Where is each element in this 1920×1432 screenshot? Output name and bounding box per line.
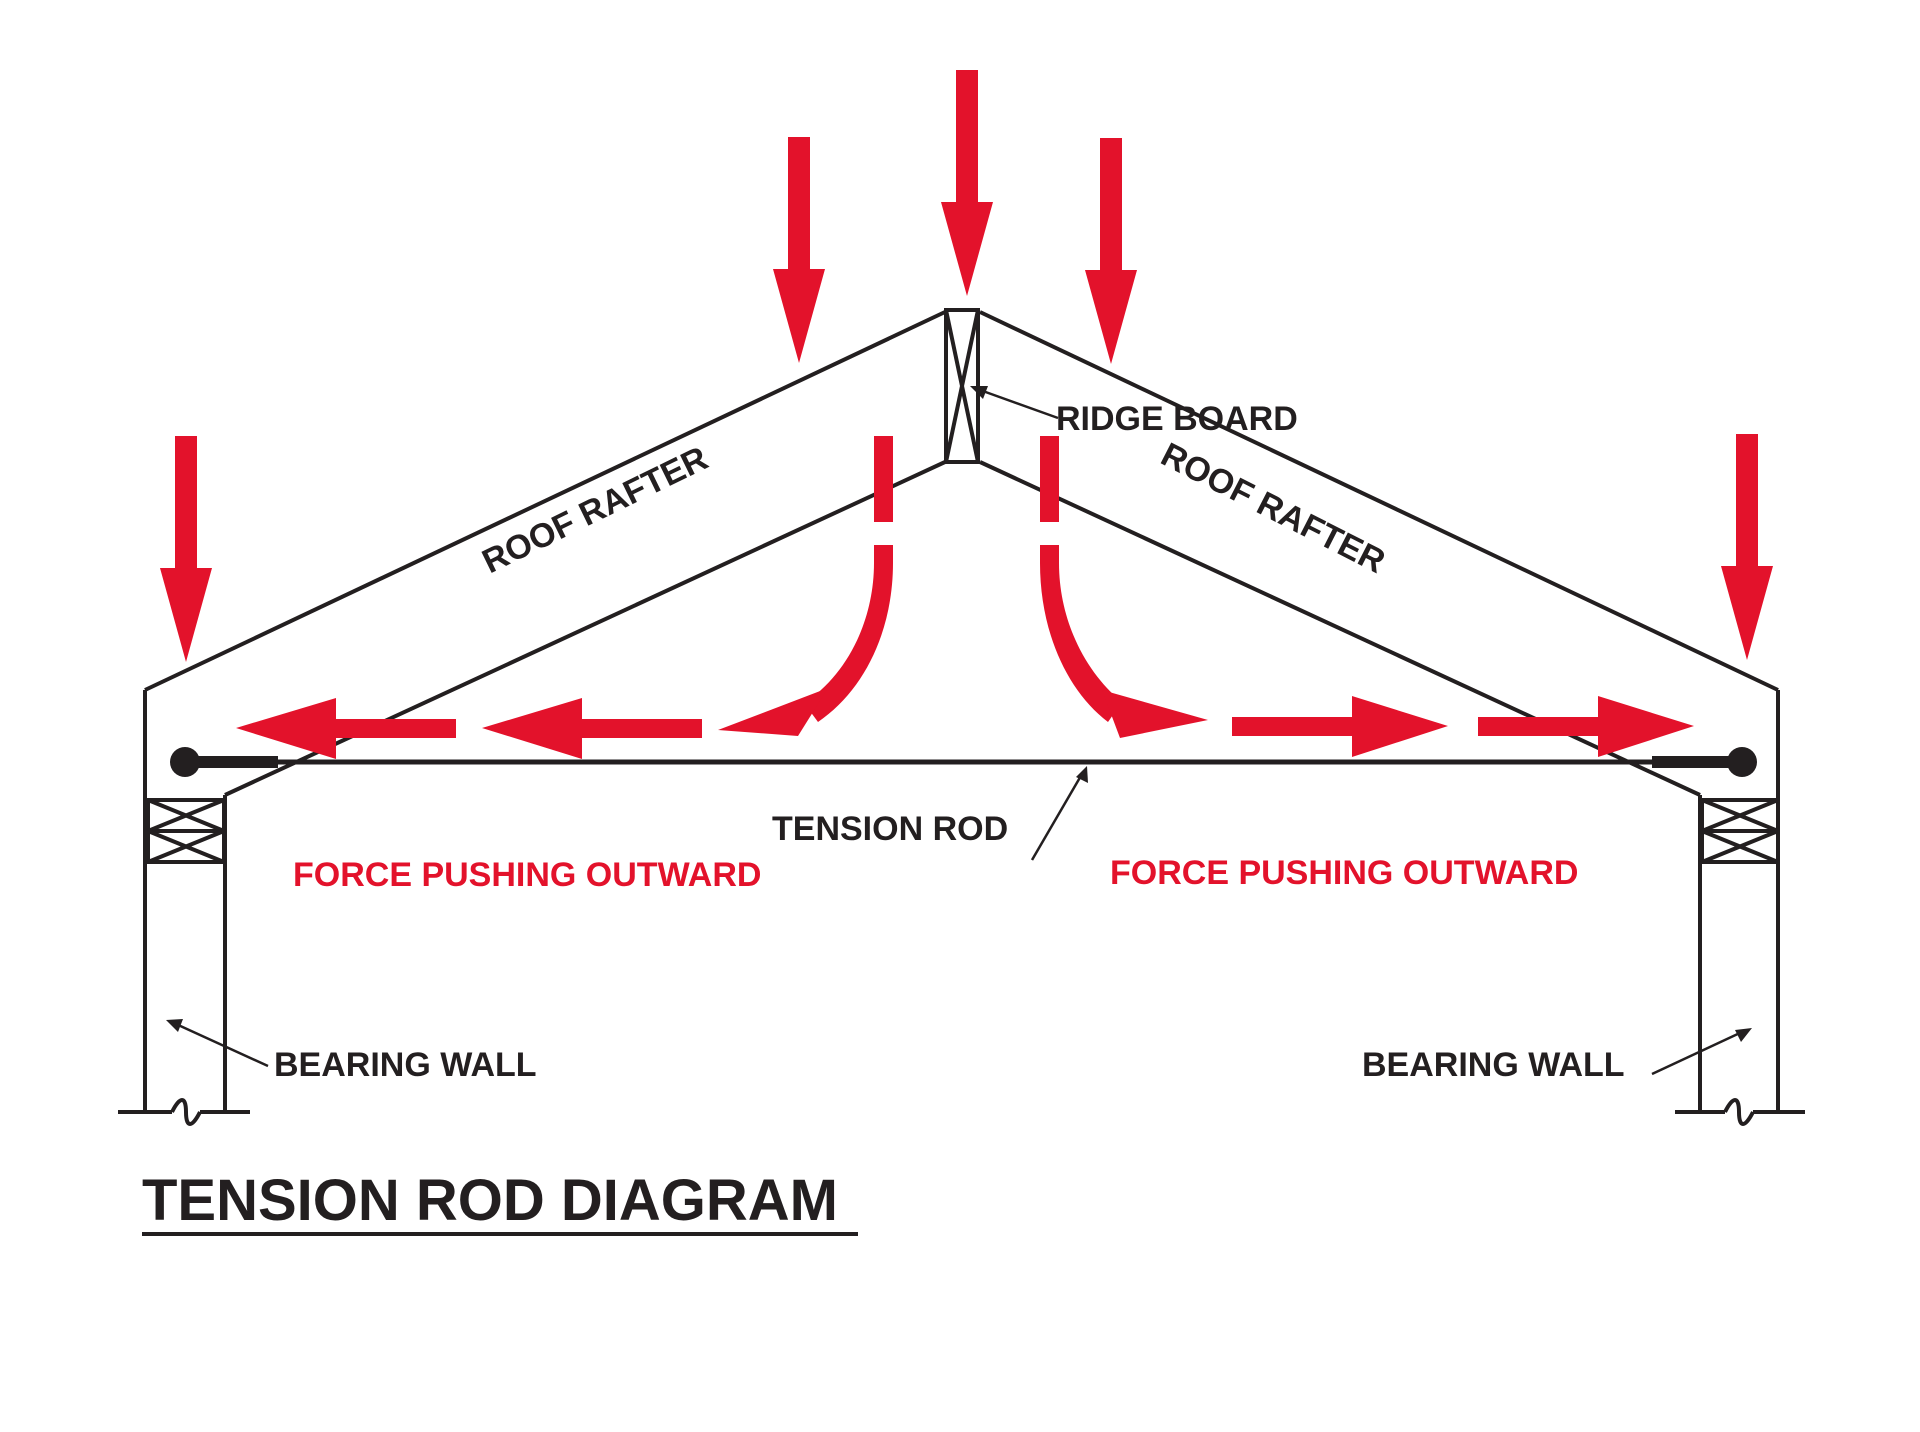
roof-rafter-left-label: ROOF RAFTER — [477, 439, 714, 581]
left-bearing-wall — [118, 795, 250, 1126]
bearing-wall-right-label: BEARING WALL — [1362, 1046, 1625, 1084]
load-arrow-down-2 — [773, 137, 825, 363]
right-rafter-top-edge — [979, 310, 1779, 692]
left-top-plate — [146, 798, 226, 864]
right-bearing-wall — [1675, 795, 1805, 1126]
leader-arrows — [166, 386, 1752, 1076]
right-bearing-wall-leader — [1651, 1028, 1752, 1076]
load-arrow-down-1 — [160, 436, 212, 662]
force-left-label: FORCE PUSHING OUTWARD — [293, 856, 761, 894]
load-arrow-down-3 — [941, 70, 993, 296]
left-thrust-arrow-2 — [236, 698, 456, 759]
right-thrust-arrow-1 — [1232, 696, 1448, 757]
load-arrow-down-4 — [1085, 138, 1137, 364]
left-anchor-nut — [170, 747, 200, 777]
right-anchor-nut — [1727, 747, 1757, 777]
right-thrust-arrow-2 — [1478, 696, 1694, 757]
left-rafter-bottom-edge — [224, 460, 946, 797]
roof-load-arrows — [160, 70, 1773, 662]
diagram-title: TENSION ROD DIAGRAM — [142, 1168, 838, 1233]
ridge-board-label: RIDGE BOARD — [1056, 400, 1298, 438]
tension-rod — [170, 747, 1757, 777]
bearing-wall-left-label: BEARING WALL — [274, 1046, 537, 1084]
force-right-label: FORCE PUSHING OUTWARD — [1110, 854, 1578, 892]
left-bearing-wall-leader — [166, 1019, 269, 1068]
left-curved-thrust-arrow — [718, 436, 893, 736]
load-arrow-down-5 — [1721, 434, 1773, 660]
structure — [118, 308, 1805, 1126]
labels: ROOF RAFTER ROOF RAFTER RIDGE BOARD TENS… — [142, 400, 1625, 1236]
tension-rod-label: TENSION ROD — [772, 810, 1008, 848]
right-top-plate — [1700, 798, 1780, 864]
left-rafter-top-edge — [144, 310, 946, 692]
right-rafter-bottom-edge — [979, 460, 1701, 797]
outward-thrust-arrows — [236, 436, 1694, 759]
right-curved-thrust-arrow — [1040, 436, 1208, 738]
ridge-board-leader — [970, 386, 1059, 420]
left-thrust-arrow-1 — [482, 698, 702, 759]
tension-rod-leader — [1030, 766, 1088, 861]
